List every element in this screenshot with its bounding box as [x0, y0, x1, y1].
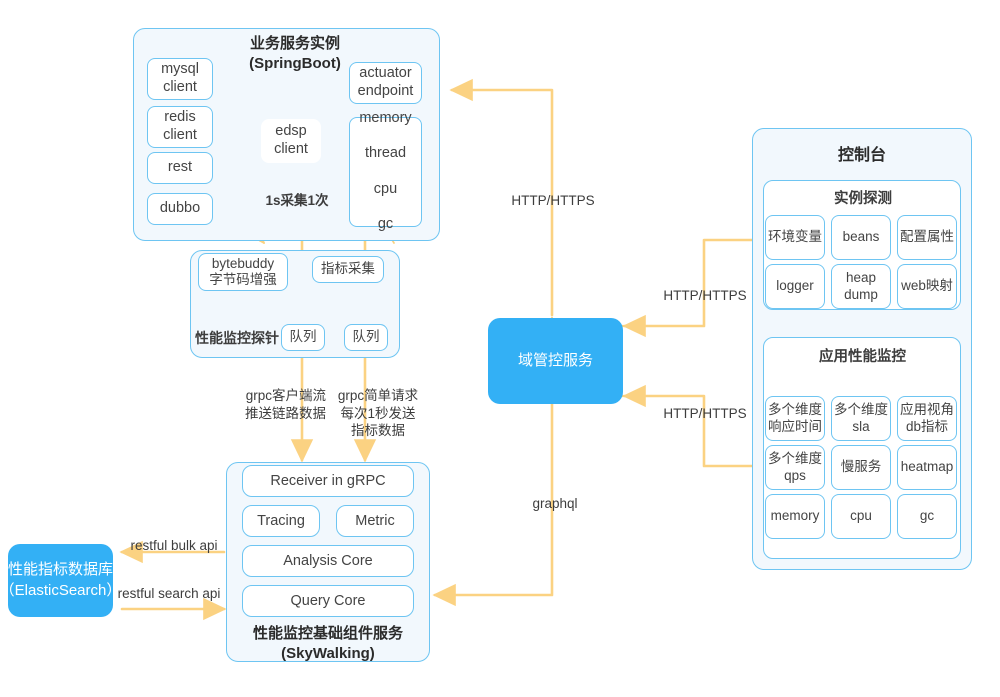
- node-metric-collector[interactable]: 指标采集: [312, 256, 384, 283]
- node-tracing[interactable]: Tracing: [242, 505, 320, 537]
- node-metric[interactable]: Metric: [336, 505, 414, 537]
- node-heap-dump[interactable]: heap dump: [831, 264, 891, 309]
- node-env-variables[interactable]: 环境变量: [765, 215, 825, 260]
- node-rest-client[interactable]: rest: [147, 152, 213, 184]
- node-console-gc[interactable]: gc: [897, 494, 957, 539]
- edge-label-search-api: restful search api: [117, 586, 221, 601]
- skywalking-panel-title: 性能监控基础组件服务 (SkyWalking): [252, 625, 403, 663]
- edge-label-bulk-api: restful bulk api: [130, 538, 218, 553]
- edge-label-http-top: HTTP/HTTPS: [511, 193, 595, 208]
- node-mysql-client[interactable]: mysql client: [147, 58, 213, 100]
- edge-label-grpc-simple: grpc简单请求 每次1秒发送 指标数据: [337, 388, 419, 439]
- edge-label-http-upper: HTTP/HTTPS: [663, 288, 747, 303]
- apm-title: 应用性能监控: [819, 349, 906, 365]
- node-console-memory[interactable]: memory: [765, 494, 825, 539]
- node-jvm-metrics: memory thread cpu gc: [349, 110, 422, 232]
- edge-label-http-lower: HTTP/HTTPS: [663, 406, 747, 421]
- node-query-core[interactable]: Query Core: [242, 585, 414, 617]
- node-beans[interactable]: beans: [831, 215, 891, 260]
- node-heatmap[interactable]: heatmap: [897, 445, 957, 490]
- node-dubbo-client[interactable]: dubbo: [147, 193, 213, 225]
- node-domain-control-service[interactable]: 域管控服务: [488, 318, 623, 404]
- node-slow-service[interactable]: 慢服务: [831, 445, 891, 490]
- node-bytebuddy[interactable]: bytebuddy 字节码增强: [198, 253, 288, 291]
- sample-interval-note: 1s采集1次: [265, 193, 329, 208]
- node-multi-dim-sla[interactable]: 多个维度 sla: [831, 396, 891, 441]
- node-multi-dim-qps[interactable]: 多个维度 qps: [765, 445, 825, 490]
- node-receiver-grpc[interactable]: Receiver in gRPC: [242, 465, 414, 497]
- node-app-view-db-metrics[interactable]: 应用视角 db指标: [897, 396, 957, 441]
- node-redis-client[interactable]: redis client: [147, 106, 213, 148]
- edge-label-graphql: graphql: [532, 496, 578, 511]
- node-logger[interactable]: logger: [765, 264, 825, 309]
- node-multi-dim-response-time[interactable]: 多个维度 响应时间: [765, 396, 825, 441]
- springboot-panel-title: 业务服务实例 (SpringBoot): [249, 35, 341, 73]
- edge-label-grpc-stream: grpc客户端流 推送链路数据: [245, 388, 326, 421]
- node-edsp-client: edsp client: [261, 119, 321, 163]
- node-web-mapping[interactable]: web映射: [897, 264, 957, 309]
- instance-probe-title: 实例探测: [834, 191, 892, 207]
- probe-panel-title: 性能监控探针: [195, 330, 279, 346]
- node-queue-2[interactable]: 队列: [344, 324, 388, 351]
- node-config-properties[interactable]: 配置属性: [897, 215, 957, 260]
- node-elasticsearch-db[interactable]: 性能指标数据库 （ElasticSearch）: [0, 544, 121, 617]
- edge-http-upper: [622, 238, 754, 338]
- console-panel-title: 控制台: [837, 147, 886, 164]
- node-console-cpu[interactable]: cpu: [831, 494, 891, 539]
- node-queue-1[interactable]: 队列: [281, 324, 325, 351]
- node-analysis-core[interactable]: Analysis Core: [242, 545, 414, 577]
- node-actuator-endpoint[interactable]: actuator endpoint: [349, 62, 422, 104]
